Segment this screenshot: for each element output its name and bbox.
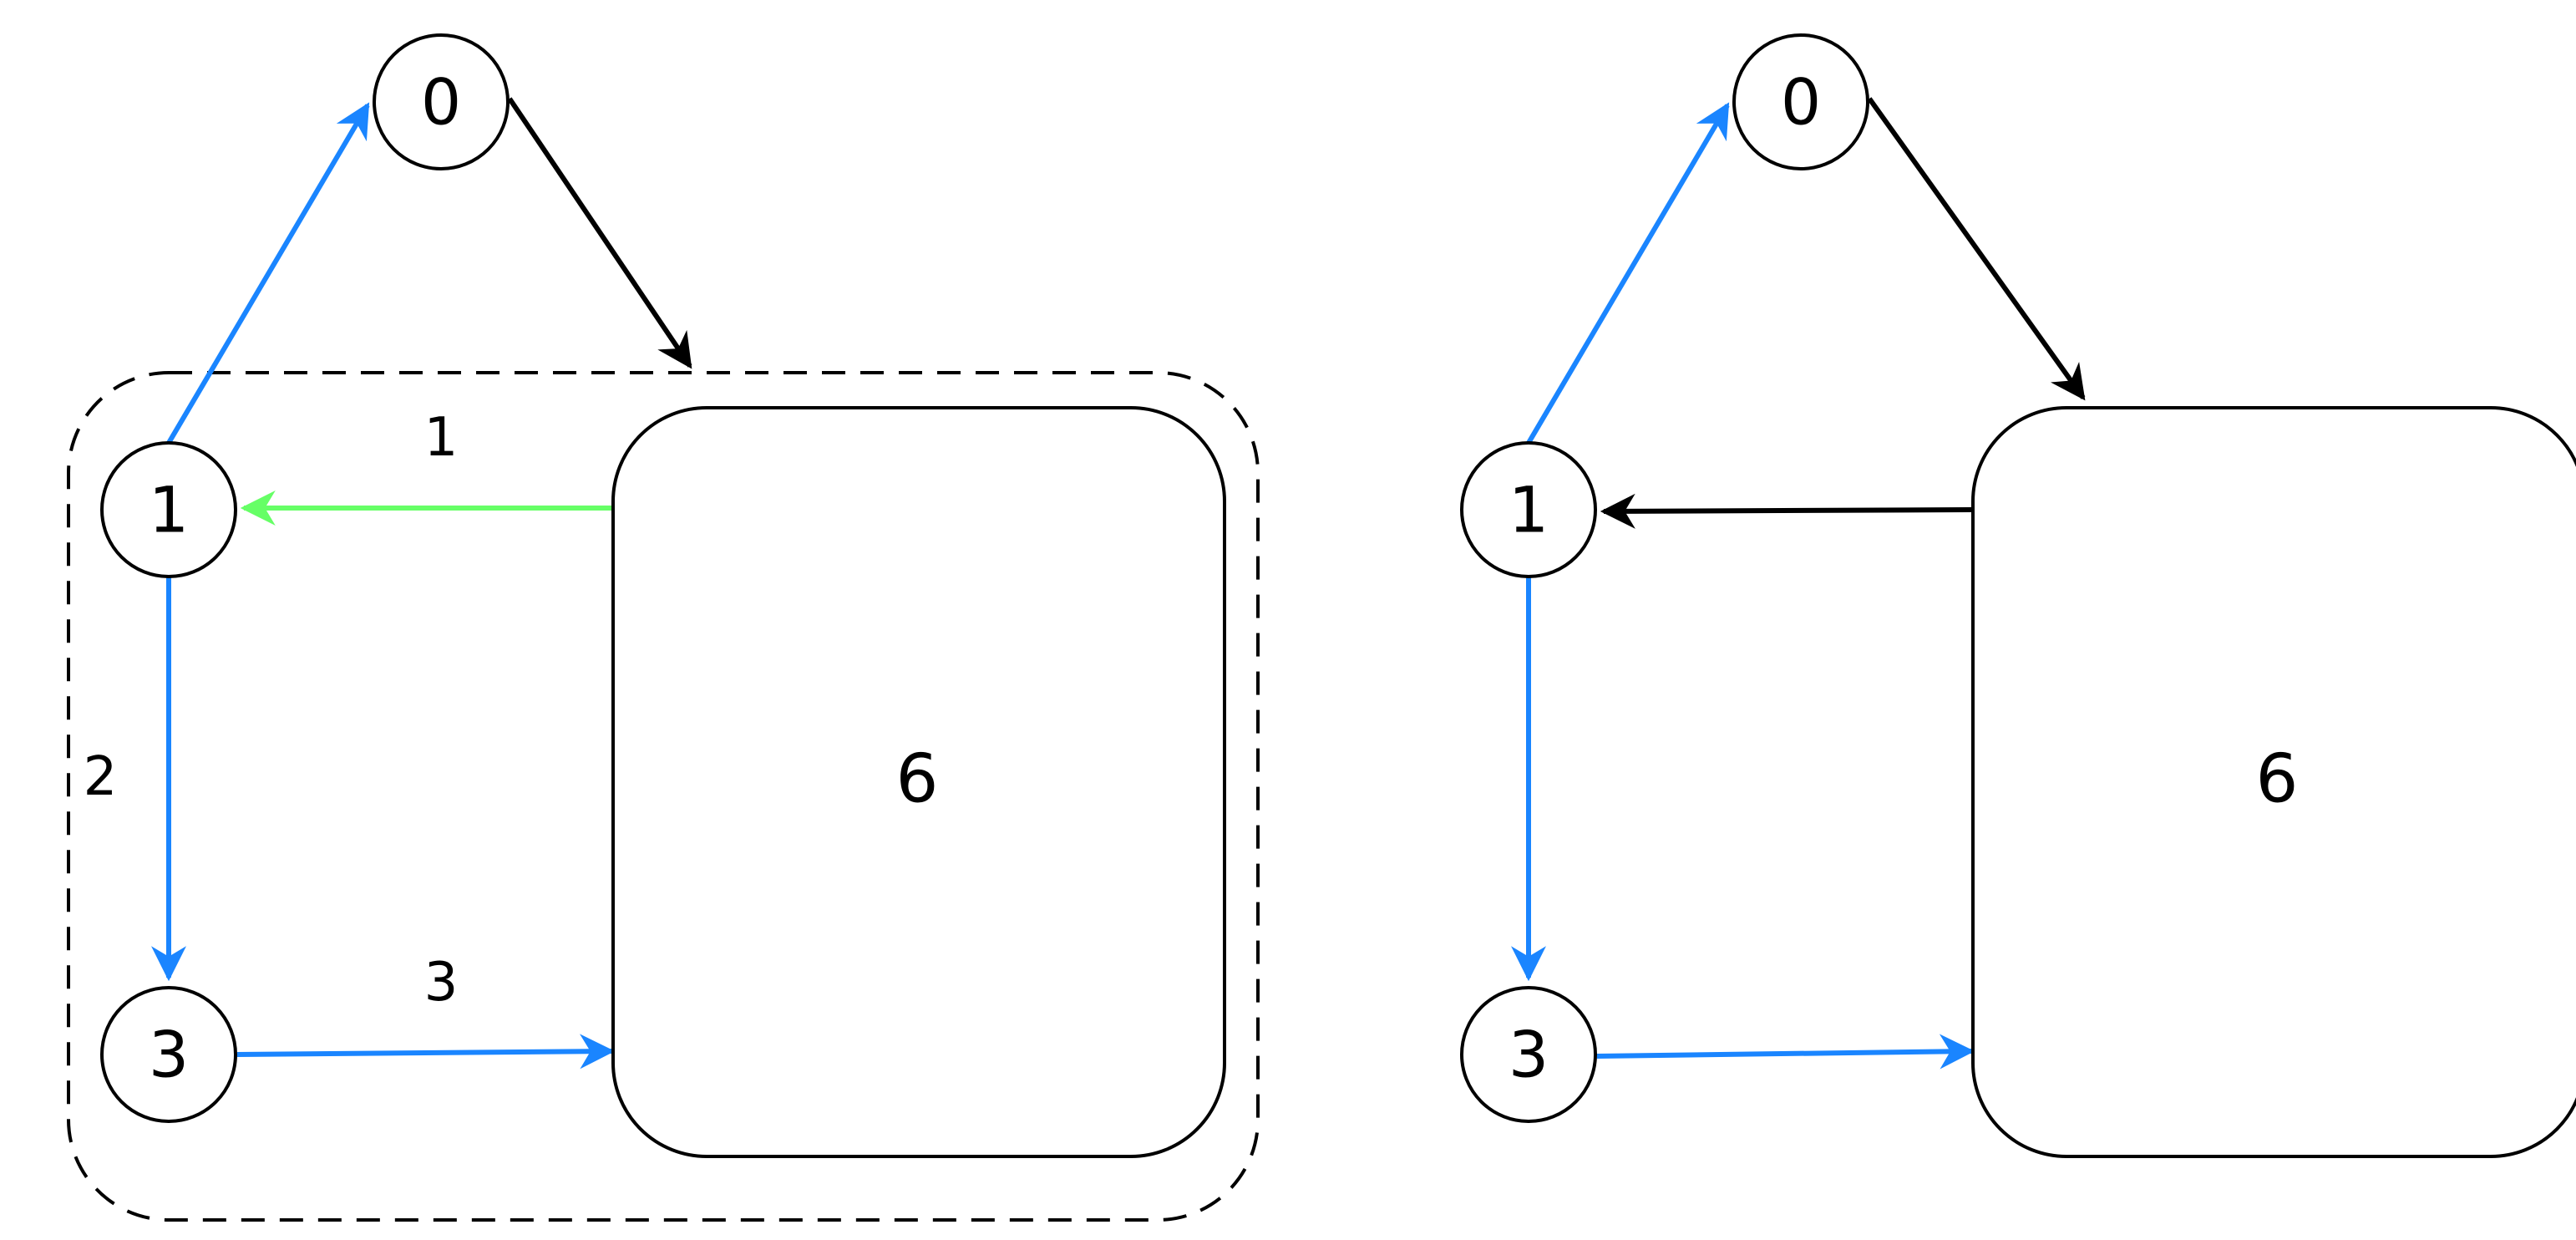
node-1-label: 1 [1509,473,1549,547]
left-graph: 6 0 1 3 1 2 3 [67,33,1260,1222]
edge-label-1-to-3: 2 [84,746,118,808]
edge-6-to-1 [1600,493,1974,529]
node-3-circle [1460,986,1597,1123]
node-1-circle [100,441,237,578]
node-6-box [1971,406,2576,1158]
node-6-label: 6 [2256,740,2299,818]
node-0-circle [1732,33,1869,170]
edge-label-6-to-1: 1 [424,407,459,469]
node-0-circle [373,33,510,170]
edge-1-to-0 [1526,102,1730,445]
edge-3-to-6 [236,1034,616,1070]
edge-0-to-6 [1867,97,2086,401]
node-1-circle [1460,441,1597,578]
edge-0-to-6 [507,97,692,369]
node-0-label: 0 [421,65,461,140]
node-1-label: 1 [149,473,189,547]
edge-label-3-to-6: 3 [424,952,459,1014]
node-3-circle [100,986,237,1123]
edge-3-to-6 [1596,1034,1975,1070]
node-6-box [611,406,1226,1158]
edge-1-to-0 [166,102,370,445]
node-6-label: 6 [896,740,939,818]
right-graph: 6 0 1 3 [1460,33,2576,1158]
node-3-label: 3 [149,1018,189,1092]
node-3-label: 3 [1509,1018,1549,1092]
group-boundary [67,371,1260,1222]
node-0-label: 0 [1781,65,1821,140]
